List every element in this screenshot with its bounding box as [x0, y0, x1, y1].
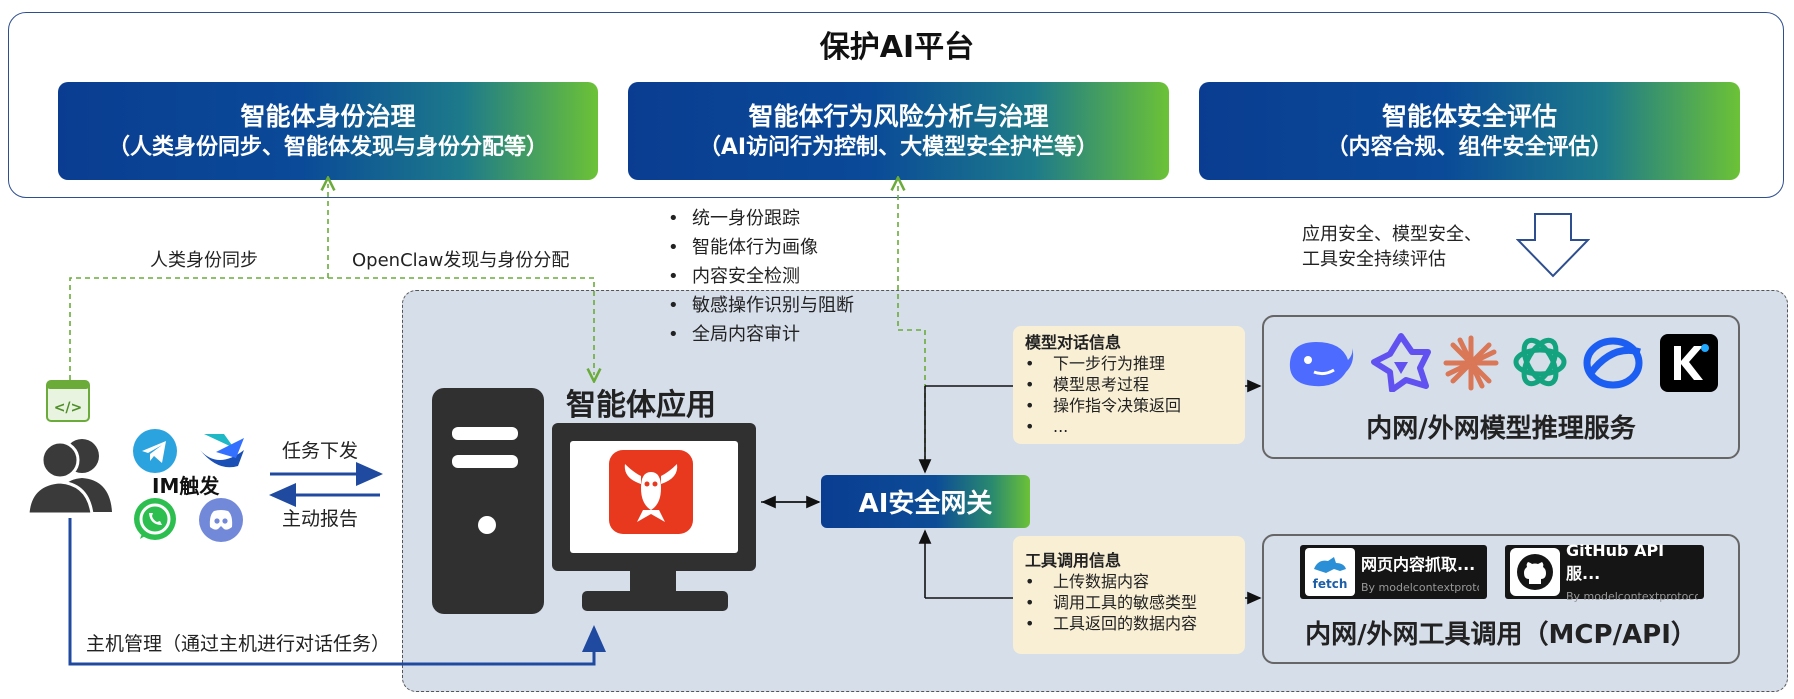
card-title: 智能体行为风险分析与治理: [748, 101, 1049, 131]
card-subtitle: （AI访问行为控制、大模型安全护栏等）: [698, 134, 1099, 160]
dog-icon: [1314, 557, 1346, 573]
ring-logo-icon: [1583, 337, 1643, 389]
k-logo-icon: [1660, 334, 1718, 392]
discord-icon: [199, 498, 243, 542]
info-item: ...: [1025, 416, 1233, 437]
github-icon: [1510, 548, 1560, 596]
info-item: 工具返回的数据内容: [1025, 613, 1233, 634]
spark-logo-icon: [1443, 335, 1499, 391]
whatsapp-icon: [134, 498, 176, 540]
behavior-bullet-list: 统一身份跟踪 智能体行为画像 内容安全检测 敏感操作识别与阻断 全局内容审计: [668, 204, 854, 349]
lobster-logo-icon: [609, 450, 693, 534]
info-item: 模型思考过程: [1025, 374, 1233, 395]
behavior-risk-card: 智能体行为风险分析与治理 （AI访问行为控制、大模型安全护栏等）: [628, 82, 1169, 180]
card-subtitle: （人类身份同步、智能体发现与身份分配等）: [107, 134, 548, 160]
users-icon: [26, 439, 112, 514]
ai-security-gateway: AI安全网关: [821, 475, 1030, 528]
bullet-item: 内容安全检测: [668, 262, 854, 291]
svg-text:</>: </>: [54, 400, 83, 416]
bullet-item: 智能体行为画像: [668, 233, 854, 262]
fetch-tool-card: fetch 网页内容抓取... By modelcontextprotoco: [1300, 545, 1487, 599]
model-inference-service-box: [1262, 315, 1740, 459]
bullet-item: 敏感操作识别与阻断: [668, 291, 854, 320]
card-title: 智能体身份治理: [240, 101, 416, 131]
security-evaluation-card: 智能体安全评估 （内容合规、组件安全评估）: [1199, 82, 1740, 180]
model-dialog-info-box: 模型对话信息 下一步行为推理 模型思考过程 操作指令决策返回 ...: [1013, 326, 1245, 444]
info-box-title: 工具调用信息: [1025, 551, 1122, 570]
evaluation-note-line: 工具安全持续评估: [1302, 249, 1446, 270]
info-item: 下一步行为推理: [1025, 353, 1233, 374]
task-dispatch-label: 任务下发: [282, 440, 359, 462]
fetch-tool-icon: fetch: [1305, 548, 1355, 596]
telegram-icon: [133, 429, 177, 473]
code-badge-icon: </>: [46, 380, 90, 422]
evaluation-note: 应用安全、模型安全、 工具安全持续评估: [1302, 222, 1482, 272]
tool-service-label: 内网/外网工具调用（MCP/API）: [1305, 620, 1697, 650]
agent-app-title: 智能体应用: [566, 388, 716, 423]
info-item: 上传数据内容: [1025, 571, 1233, 592]
info-box-title: 模型对话信息: [1025, 333, 1122, 352]
openclaw-label: OpenClaw发现与身份分配: [352, 250, 570, 271]
down-arrow-icon: [1516, 213, 1590, 278]
whale-logo-icon: [1289, 342, 1354, 387]
bullet-item: 统一身份跟踪: [668, 204, 854, 233]
tool-author: By modelcontextprotoco: [1566, 590, 1698, 603]
human-sync-label: 人类身份同步: [150, 250, 258, 271]
github-tool-card: GitHub API服... By modelcontextprotoco: [1505, 541, 1704, 603]
identity-governance-card: 智能体身份治理 （人类身份同步、智能体发现与身份分配等）: [58, 82, 598, 180]
knot-logo-icon: [1513, 337, 1567, 387]
fetch-icon-text: fetch: [1312, 577, 1348, 591]
im-trigger-label: IM触发: [152, 474, 220, 498]
star-logo-icon: [1371, 333, 1431, 392]
evaluation-note-line: 应用安全、模型安全、: [1302, 224, 1482, 245]
platform-frame: [8, 12, 1784, 198]
platform-title: 保护AI平台: [819, 30, 975, 65]
tool-author: By modelcontextprotoco: [1361, 580, 1479, 594]
tool-name: GitHub API服...: [1566, 541, 1665, 583]
host-management-label: 主机管理（通过主机进行对话任务）: [86, 633, 391, 655]
info-item: 调用工具的敏感类型: [1025, 592, 1233, 613]
model-service-label: 内网/外网模型推理服务: [1366, 414, 1636, 444]
octocat-icon: [1517, 554, 1553, 590]
card-title: 智能体安全评估: [1381, 101, 1557, 131]
report-label: 主动报告: [282, 508, 359, 530]
bullet-item: 全局内容审计: [668, 320, 854, 349]
tool-call-info-box: 工具调用信息 上传数据内容 调用工具的敏感类型 工具返回的数据内容: [1013, 536, 1245, 654]
lark-icon: [200, 434, 244, 468]
card-subtitle: （内容合规、组件安全评估）: [1326, 134, 1613, 160]
tool-name: 网页内容抓取...: [1361, 554, 1476, 574]
info-item: 操作指令决策返回: [1025, 395, 1233, 416]
